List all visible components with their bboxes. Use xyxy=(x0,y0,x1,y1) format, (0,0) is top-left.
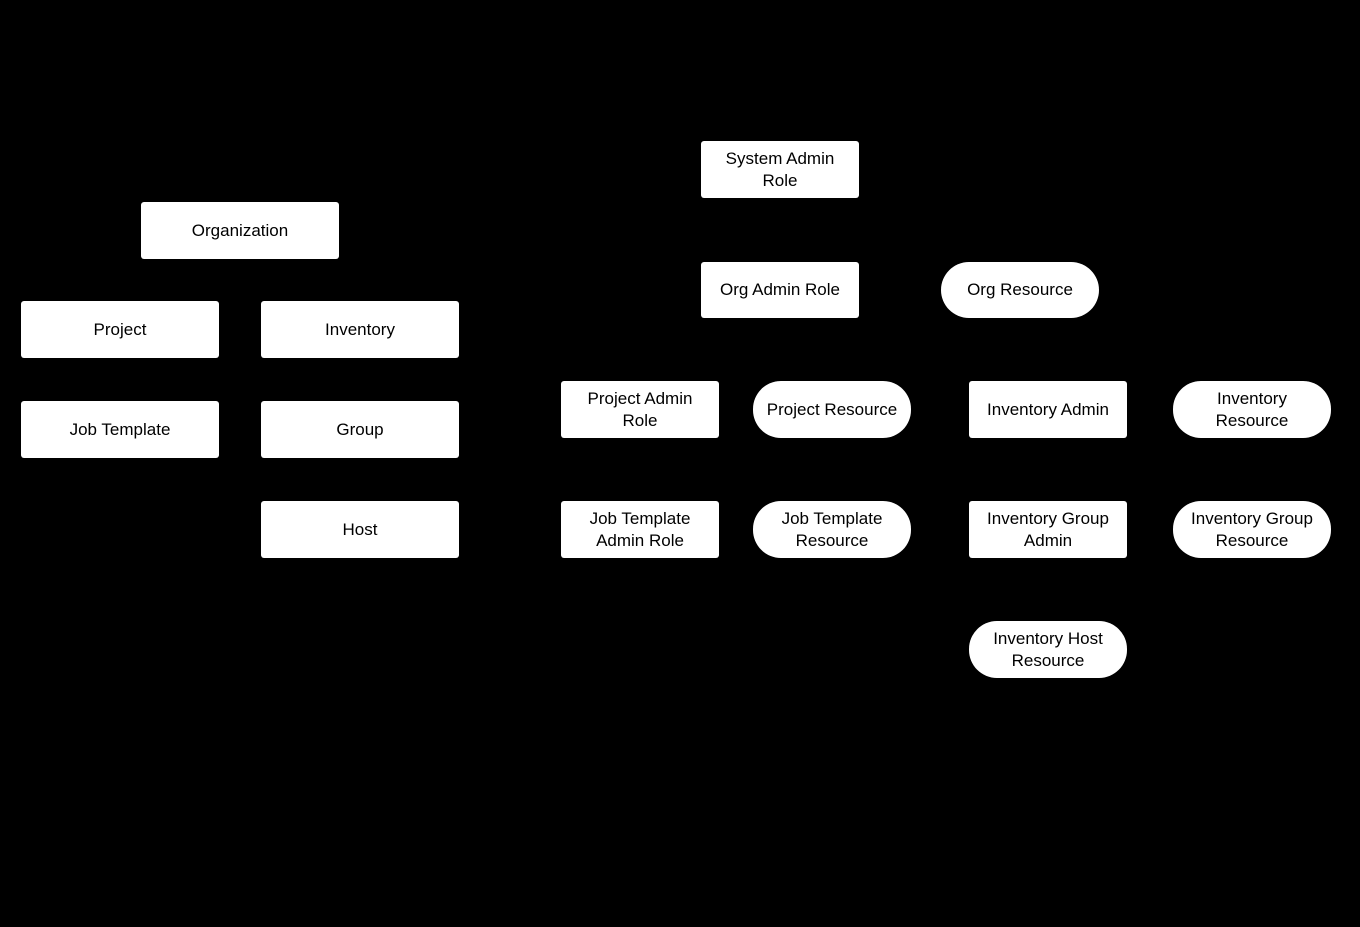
node-job-template-admin-role: Job Template Admin Role xyxy=(561,501,719,558)
node-organization: Organization xyxy=(141,202,339,259)
node-inventory-admin: Inventory Admin xyxy=(969,381,1127,438)
node-inventory-group-admin: Inventory Group Admin xyxy=(969,501,1127,558)
node-org-admin-role: Org Admin Role xyxy=(701,262,859,318)
node-inventory-resource: Inventory Resource xyxy=(1173,381,1331,438)
node-job-template-resource: Job Template Resource xyxy=(753,501,911,558)
node-inventory-group-resource: Inventory Group Resource xyxy=(1173,501,1331,558)
node-system-admin-role: System Admin Role xyxy=(701,141,859,198)
node-job-template: Job Template xyxy=(21,401,219,458)
node-group: Group xyxy=(261,401,459,458)
node-inventory-host-resource: Inventory Host Resource xyxy=(969,621,1127,678)
node-host: Host xyxy=(261,501,459,558)
node-project-admin-role: Project Admin Role xyxy=(561,381,719,438)
node-project-resource: Project Resource xyxy=(753,381,911,438)
node-project: Project xyxy=(21,301,219,358)
node-org-resource: Org Resource xyxy=(941,262,1099,318)
node-inventory: Inventory xyxy=(261,301,459,358)
